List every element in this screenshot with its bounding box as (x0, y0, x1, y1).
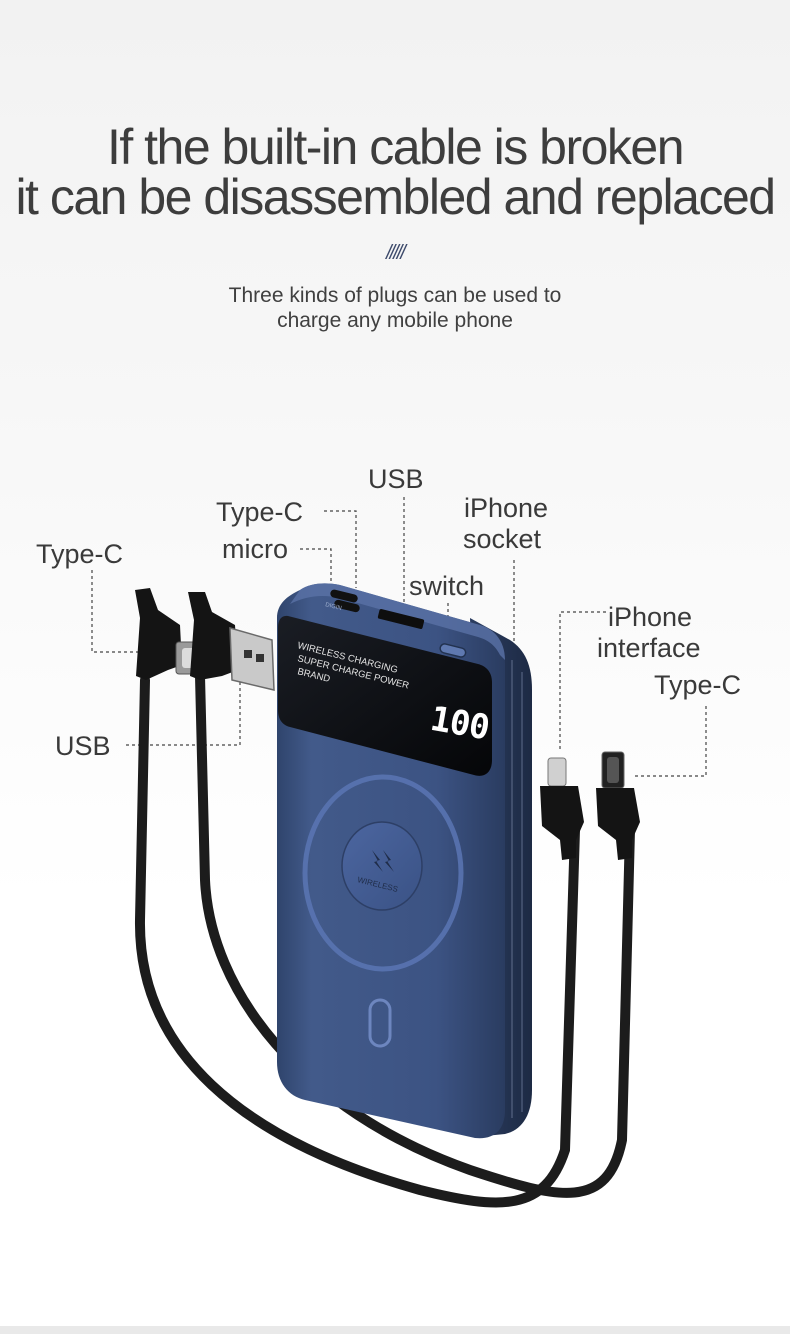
leader-micro (300, 548, 332, 596)
usb-plug-body (188, 592, 238, 680)
lightning-tip (547, 757, 567, 787)
label-type-c-left: Type-C (36, 539, 124, 569)
micro-port (330, 589, 358, 603)
switch-button (439, 643, 467, 658)
label-iphone-interface-2: interface (597, 633, 701, 663)
port-text: DIGIN (325, 602, 343, 612)
label-iphone-socket-2: socket (463, 524, 542, 554)
label-micro: micro (222, 534, 288, 564)
subtitle-line-2: charge any mobile phone (277, 309, 513, 332)
leader-iphone-interface (559, 611, 606, 752)
wireless-ring (302, 774, 464, 972)
type-c-port (334, 599, 360, 613)
leader-type-c-right (634, 706, 707, 777)
leader-iphone-socket (470, 560, 515, 656)
leader-usb-left (126, 680, 241, 746)
right-connectors (540, 751, 640, 860)
decorative-slashes: ///// (386, 242, 406, 264)
label-type-c-top: Type-C (216, 497, 304, 527)
cable-left-inner (195, 671, 635, 1198)
bottom-strip (0, 1326, 790, 1334)
label-iphone-socket-1: iPhone (464, 493, 549, 523)
type-c-plug-right (596, 788, 640, 860)
display-value: 100 (427, 699, 491, 749)
headline-line-1: If the built-in cable is broken (106, 119, 685, 175)
label-iphone-interface-1: iPhone (608, 602, 693, 632)
cable-left-outer (134, 675, 580, 1208)
label-usb-top: USB (368, 464, 424, 494)
leader-type-c-top (324, 510, 357, 588)
type-c-tip-right-inner (607, 757, 619, 783)
cables (134, 671, 635, 1208)
wireless-pad (341, 821, 423, 911)
subtitle-line-1: Three kinds of plugs can be used to (228, 284, 562, 307)
device-top-edge (290, 583, 505, 660)
usb-hole-2 (256, 654, 264, 662)
label-switch: switch (409, 571, 485, 601)
device-screen (278, 615, 492, 776)
charge-icon (372, 850, 394, 872)
label-usb-left: USB (55, 731, 111, 761)
type-c-plug-left (135, 588, 182, 680)
lightning-plug (540, 786, 584, 860)
usb-hole-1 (244, 650, 252, 658)
power-button (368, 998, 392, 1048)
left-connectors (135, 588, 275, 691)
headline-line-2: it can be disassembled and replaced (15, 169, 776, 225)
label-type-c-right: Type-C (654, 670, 742, 700)
usb-port (377, 609, 425, 629)
usb-plug-metal (229, 626, 275, 691)
